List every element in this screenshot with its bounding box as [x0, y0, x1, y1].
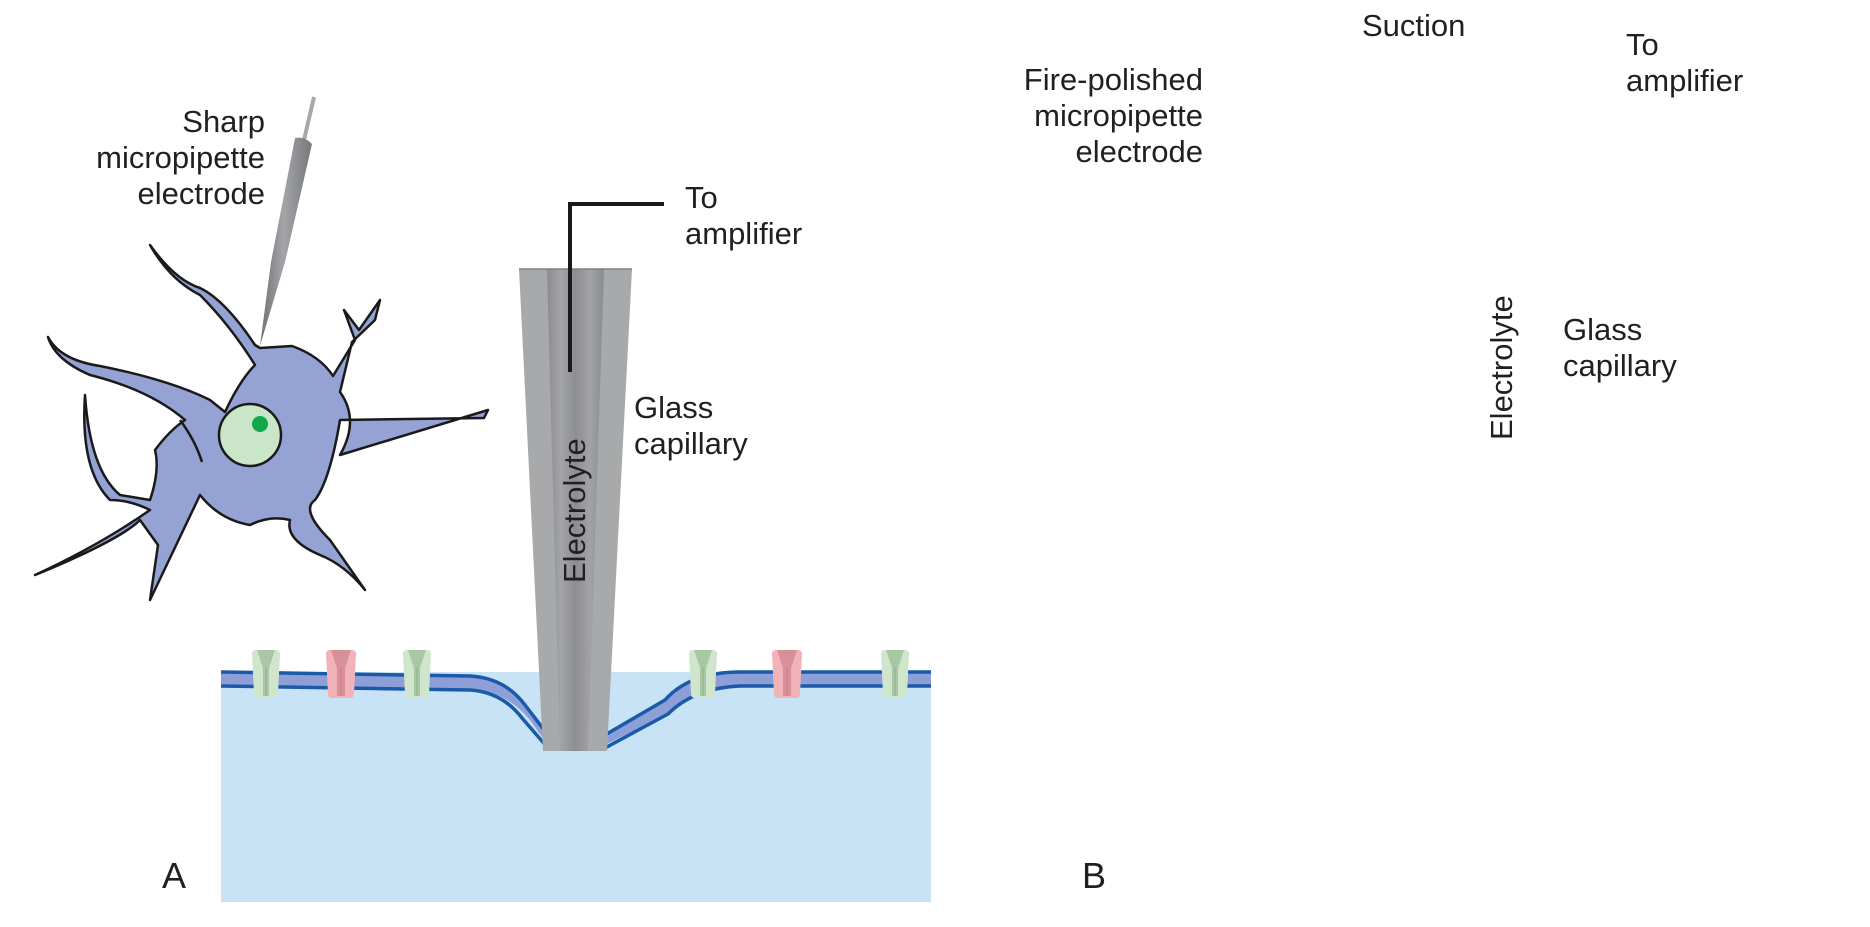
- label-line: To: [1626, 27, 1659, 62]
- sharp-electrode: [260, 96, 316, 346]
- suction-label: Suction: [1362, 8, 1466, 43]
- label-line: micropipette: [96, 140, 265, 175]
- label-line: amplifier: [1626, 63, 1744, 98]
- electrolyte-a: [547, 269, 604, 751]
- panel-letter-b: B: [1082, 855, 1107, 896]
- fire-polished-electrode-label: Fire-polished micropipette electrode: [960, 62, 1203, 170]
- panel-a: [33, 96, 931, 902]
- glass-capillary-label-a: Glass capillary: [634, 390, 748, 462]
- electrolyte-label-b: Electrolyte: [1484, 295, 1519, 440]
- label-line: Sharp: [182, 104, 265, 139]
- panel-letter-a: A: [162, 855, 187, 896]
- label-line: Glass: [634, 390, 714, 425]
- nucleolus: [252, 416, 268, 432]
- label-line: Fire-polished: [1023, 62, 1203, 97]
- ion-channel-red: [771, 649, 803, 699]
- ion-channel-green: [688, 649, 718, 699]
- label-line: To: [685, 180, 718, 215]
- ion-channel-green: [880, 649, 910, 699]
- label-line: Glass: [1563, 312, 1643, 347]
- glass-capillary-label-b: Glass capillary: [1563, 312, 1677, 384]
- to-amplifier-label-b: To amplifier: [1626, 27, 1743, 99]
- ion-channel-green: [402, 649, 432, 699]
- label-line: electrode: [1075, 134, 1203, 169]
- label-line: micropipette: [1034, 98, 1203, 133]
- neuron-a: [33, 243, 490, 602]
- label-line: capillary: [1563, 348, 1677, 383]
- label-line: amplifier: [685, 216, 803, 251]
- sharp-electrode-label: Sharp micropipette electrode: [60, 104, 265, 212]
- label-line: capillary: [634, 426, 748, 461]
- to-amplifier-label-a: To amplifier: [685, 180, 802, 252]
- ion-channel-red: [325, 649, 357, 699]
- amplifier-wire-a: [568, 202, 664, 372]
- ion-channel-green: [251, 649, 281, 699]
- electrolyte-label-a: Electrolyte: [557, 438, 592, 583]
- label-line: electrode: [137, 176, 265, 211]
- nucleus: [217, 402, 283, 468]
